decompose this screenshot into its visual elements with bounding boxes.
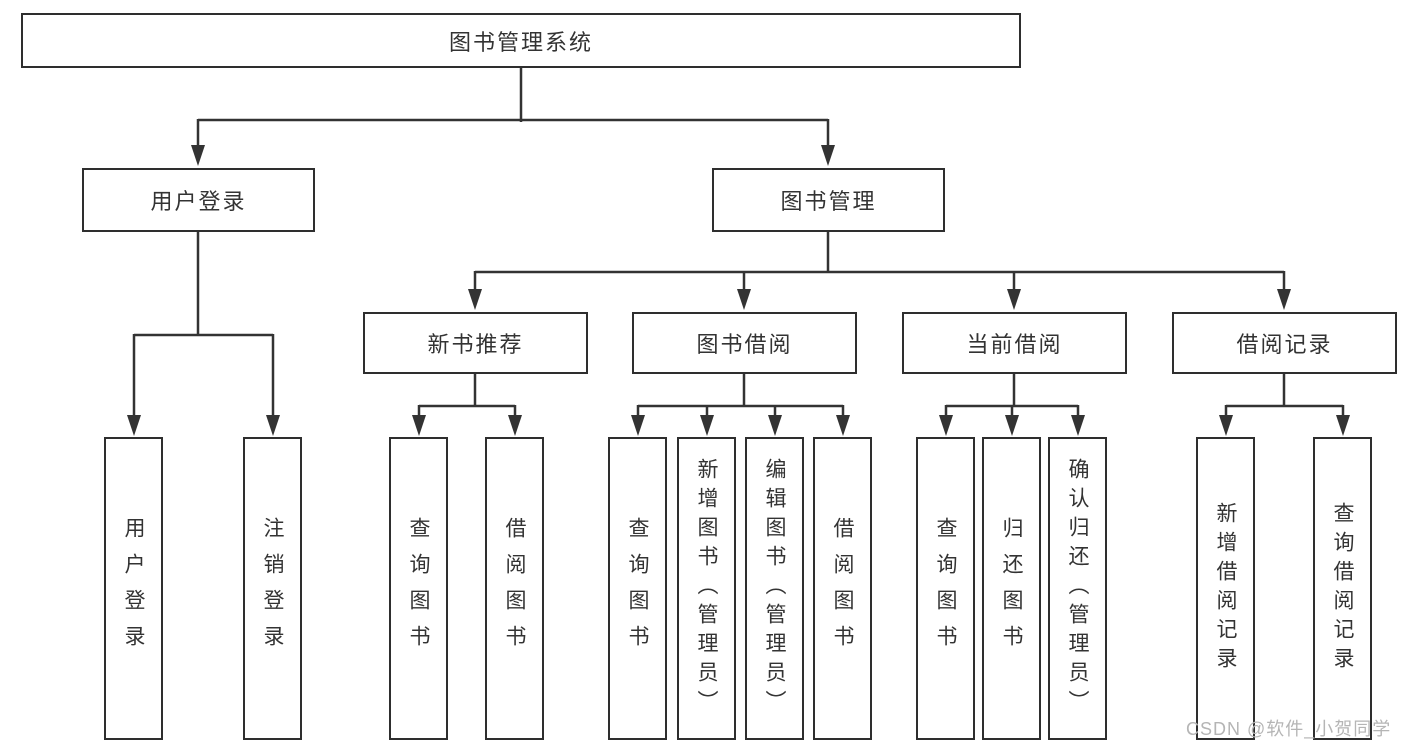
node-book-borrowing: 图书借阅 (632, 312, 857, 374)
node-borrowing-records: 借阅记录 (1172, 312, 1397, 374)
node-leaf-query-books-borrow: 查询图书 (608, 437, 667, 740)
node-leaf-borrow-books: 借阅图书 (813, 437, 872, 740)
node-leaf-logout: 注销登录 (243, 437, 302, 740)
node-leaf-add-borrow-record: 新增借阅记录 (1196, 437, 1255, 740)
node-book-management: 图书管理 (712, 168, 945, 232)
node-leaf-return-books: 归还图书 (982, 437, 1041, 740)
csdn-watermark: CSDN @软件_小贺同学 (1186, 719, 1392, 739)
node-leaf-edit-books-admin: 编辑图书（管理员） (745, 437, 804, 740)
node-leaf-query-books-recommend: 查询图书 (389, 437, 448, 740)
node-user-login: 用户登录 (82, 168, 315, 232)
node-leaf-add-books-admin: 新增图书（管理员） (677, 437, 736, 740)
node-current-borrowing: 当前借阅 (902, 312, 1127, 374)
node-leaf-user-login: 用户登录 (104, 437, 163, 740)
connector-path (132, 68, 1345, 422)
node-book-management-system: 图书管理系统 (21, 13, 1021, 68)
node-leaf-query-books-current: 查询图书 (916, 437, 975, 740)
node-leaf-confirm-return-admin: 确认归还（管理员） (1048, 437, 1107, 740)
node-leaf-borrow-books-recommend: 借阅图书 (485, 437, 544, 740)
arrowhead-icons (127, 145, 1350, 436)
node-leaf-query-borrow-record: 查询借阅记录 (1313, 437, 1372, 740)
node-new-book-recommendation: 新书推荐 (363, 312, 588, 374)
